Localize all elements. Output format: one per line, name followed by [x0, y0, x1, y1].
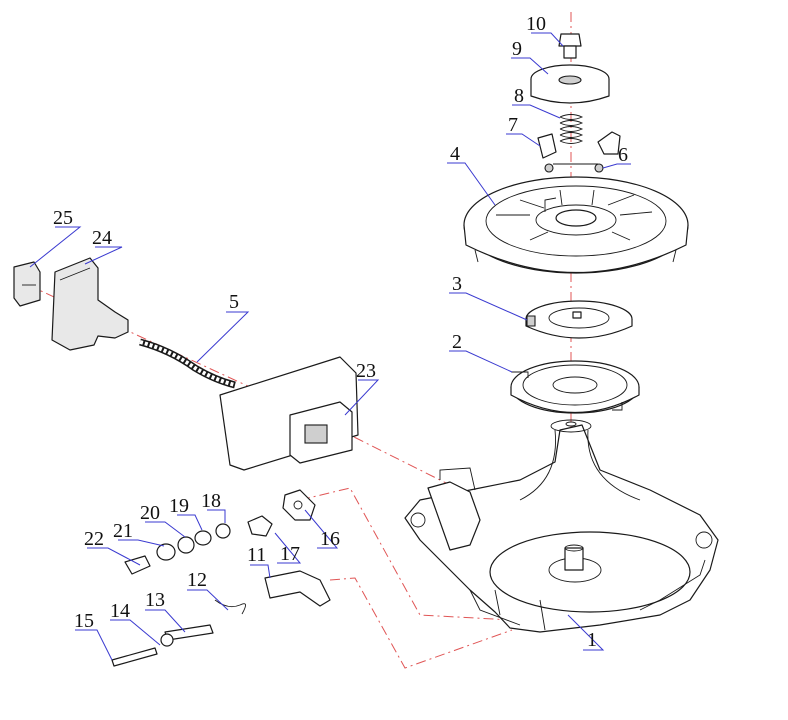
callout-20: 20: [140, 502, 160, 524]
callout-12: 12: [187, 569, 207, 591]
ratchet-parts-6-7: [537, 131, 621, 173]
callout-22: 22: [84, 528, 104, 550]
handle-cap-part-25: [13, 261, 41, 307]
callout-11: 11: [247, 544, 266, 566]
callout-8: 8: [514, 85, 524, 107]
rope-part-5: [139, 338, 236, 389]
callout-6: 6: [618, 144, 628, 166]
callout-9: 9: [512, 38, 522, 60]
bolt-part-10: [558, 33, 582, 59]
leader-lines: [29, 32, 631, 661]
callout-17: 17: [280, 543, 300, 565]
callout-21: 21: [113, 520, 133, 542]
callout-14: 14: [110, 600, 130, 622]
rope-guide-part-23: [219, 356, 359, 471]
callout-10: 10: [526, 13, 546, 35]
callout-24: 24: [92, 227, 112, 249]
cap-part-9: [530, 64, 610, 104]
callout-2: 2: [452, 331, 462, 353]
housing-part-1: [404, 419, 719, 633]
callout-25: 25: [53, 207, 73, 229]
callout-23: 23: [356, 360, 376, 382]
callout-16: 16: [320, 528, 340, 550]
callout-3: 3: [452, 273, 462, 295]
recoil-spring-part-3: [525, 300, 633, 339]
callout-18: 18: [201, 490, 221, 512]
spring-part-8: [559, 114, 584, 144]
callout-13: 13: [145, 589, 165, 611]
callout-5: 5: [229, 291, 239, 313]
callout-labels: 1 2 3 4 5 6 7 8 9 10 11 12 13 14 15 16 1…: [53, 13, 628, 651]
callout-7: 7: [508, 114, 518, 136]
handle-part-24: [51, 257, 129, 351]
callout-15: 15: [74, 610, 94, 632]
callout-1: 1: [587, 629, 597, 651]
callout-4: 4: [450, 143, 460, 165]
pulley-part-4: [463, 176, 689, 274]
spring-case-part-2: [510, 360, 640, 414]
callout-19: 19: [169, 495, 189, 517]
